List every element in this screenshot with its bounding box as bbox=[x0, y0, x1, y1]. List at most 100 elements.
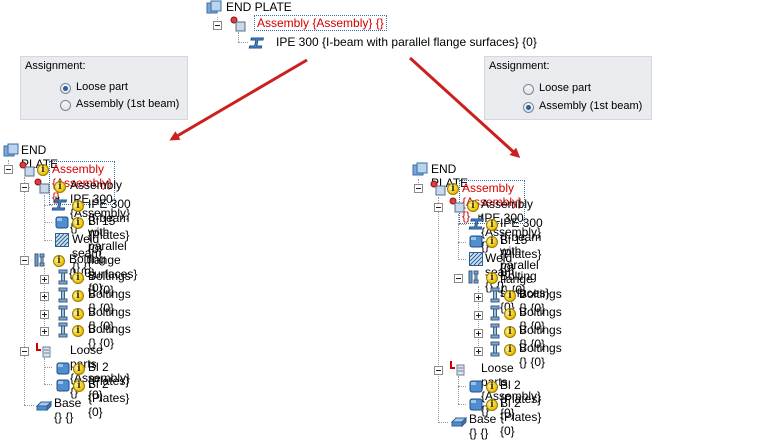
left-tree-bolting-toggle[interactable] bbox=[20, 256, 29, 265]
right-tree-boltings-3-toggle[interactable] bbox=[474, 347, 483, 356]
radio-loose-part[interactable] bbox=[523, 84, 534, 95]
info-icon: i bbox=[504, 290, 516, 302]
weld-seam-icon bbox=[54, 232, 70, 248]
left-tree-base-label[interactable]: Base {} {} bbox=[54, 396, 82, 424]
top-tree-beam-label[interactable]: IPE 300 {I-beam with parallel flange sur… bbox=[276, 35, 537, 49]
assembly-icon bbox=[430, 180, 446, 196]
right-tree-assembly-toggle[interactable] bbox=[414, 184, 423, 193]
info-icon: i bbox=[447, 183, 459, 195]
bolt-icon bbox=[487, 305, 503, 321]
assembly-icon bbox=[34, 178, 50, 194]
left-tree-assembly-label[interactable]: Assembly {Assembly} {} bbox=[49, 161, 116, 205]
plate-icon bbox=[55, 360, 71, 376]
i-beam-icon bbox=[51, 197, 67, 213]
right-tree-assembly-label[interactable]: Assembly {Assembly} {} bbox=[459, 180, 526, 224]
radio-assembly-1st-beam-label[interactable]: Assembly (1st beam) bbox=[76, 98, 180, 110]
bolting-icon bbox=[468, 269, 484, 285]
right-tree-base-label[interactable]: Base {} {} bbox=[469, 412, 497, 440]
info-icon: i bbox=[504, 344, 516, 356]
left-tree-weld-label[interactable]: Weld seam {} {} bbox=[72, 232, 102, 274]
top-tree-root-label[interactable]: END PLATE bbox=[226, 0, 292, 14]
left-tree-sub-assembly-toggle[interactable] bbox=[20, 183, 29, 192]
right-tree-bolting-toggle[interactable] bbox=[454, 274, 463, 283]
left-tree-boltings-2-label[interactable]: Boltings {} {0} bbox=[88, 305, 131, 333]
right-tree-loose-item-1-label[interactable]: Bl 2 {Plates} {0} bbox=[500, 396, 542, 438]
left-tree-boltings-1-label[interactable]: Boltings {} {0} bbox=[88, 287, 131, 315]
left-tree-boltings-1-toggle[interactable] bbox=[40, 292, 49, 301]
right-tree-boltings-1-toggle[interactable] bbox=[474, 311, 483, 320]
right-tree-plate-label[interactable]: Bl 15 {Plates} {0} bbox=[500, 233, 542, 275]
right-tree-loose-item-0-label[interactable]: Bl 2 {Plates} {0} bbox=[500, 378, 542, 420]
end-plate-root-icon bbox=[3, 143, 19, 159]
assignment-panel-right: Assignment: Loose part Assembly (1st bea… bbox=[484, 56, 652, 120]
info-icon: i bbox=[72, 272, 84, 284]
plate-icon bbox=[54, 214, 70, 230]
radio-loose-part[interactable] bbox=[60, 83, 71, 94]
left-tree-boltings-2-toggle[interactable] bbox=[40, 310, 49, 319]
base-icon bbox=[36, 397, 52, 413]
right-tree-boltings-1-label[interactable]: Boltings {} {0} bbox=[519, 305, 562, 333]
info-icon: i bbox=[72, 200, 84, 212]
radio-loose-part-label[interactable]: Loose part bbox=[76, 81, 128, 93]
loose-parts-icon bbox=[450, 360, 466, 376]
end-plate-root-icon bbox=[412, 162, 428, 178]
assembly-icon bbox=[449, 197, 465, 213]
plate-icon bbox=[55, 377, 71, 393]
bolt-icon bbox=[55, 322, 71, 338]
plate-icon bbox=[468, 233, 484, 249]
info-icon: i bbox=[467, 200, 479, 212]
right-tree-loose-toggle[interactable] bbox=[434, 366, 443, 375]
plate-icon bbox=[468, 396, 484, 412]
assignment-panel-left: Assignment: Loose part Assembly (1st bea… bbox=[20, 56, 188, 120]
info-icon: i bbox=[486, 219, 498, 231]
arrow-left bbox=[169, 58, 308, 141]
info-icon: i bbox=[37, 164, 49, 176]
right-tree-boltings-0-label[interactable]: Boltings {} {0} bbox=[519, 287, 562, 315]
left-tree-loose-item-1-label[interactable]: Bl 2 {Plates} {0} bbox=[88, 377, 130, 419]
assembly-icon bbox=[19, 161, 35, 177]
left-tree-beam-label[interactable]: IPE 300 {I-beam with parallel flange sur… bbox=[88, 197, 138, 295]
info-icon: i bbox=[72, 290, 84, 302]
i-beam-icon bbox=[468, 216, 484, 232]
info-icon: i bbox=[504, 308, 516, 320]
left-tree-boltings-3-toggle[interactable] bbox=[40, 327, 49, 336]
left-tree-boltings-3-label[interactable]: Boltings {} {0} bbox=[88, 322, 131, 350]
top-tree-collapse-toggle[interactable] bbox=[213, 21, 222, 30]
info-icon: i bbox=[486, 272, 498, 284]
bolt-icon bbox=[55, 269, 71, 285]
info-icon: i bbox=[73, 380, 85, 392]
radio-loose-part-label[interactable]: Loose part bbox=[539, 82, 591, 94]
base-icon bbox=[451, 413, 467, 429]
left-tree-boltings-0-label[interactable]: Boltings {} {0} bbox=[88, 269, 131, 297]
info-icon: i bbox=[72, 308, 84, 320]
arrow-right bbox=[408, 56, 521, 159]
info-icon: i bbox=[504, 326, 516, 338]
top-tree-assembly-label[interactable]: Assembly {Assembly} {} bbox=[254, 15, 387, 31]
left-tree-boltings-0-toggle[interactable] bbox=[40, 275, 49, 284]
info-icon: i bbox=[53, 255, 65, 267]
info-icon: i bbox=[486, 399, 498, 411]
weld-seam-icon bbox=[468, 251, 484, 267]
loose-parts-icon bbox=[36, 342, 52, 358]
radio-assembly-1st-beam-label[interactable]: Assembly (1st beam) bbox=[539, 100, 643, 112]
radio-assembly-1st-beam[interactable] bbox=[60, 100, 71, 111]
radio-assembly-1st-beam[interactable] bbox=[523, 102, 534, 113]
arrows-overlay bbox=[169, 56, 521, 159]
right-tree-boltings-2-label[interactable]: Boltings {} {0} bbox=[519, 323, 562, 351]
left-tree-plate-label[interactable]: Bl 15 {Plates} {0} bbox=[88, 214, 130, 256]
left-tree-assembly-toggle[interactable] bbox=[4, 165, 13, 174]
info-icon: i bbox=[486, 236, 498, 248]
bolt-icon bbox=[487, 287, 503, 303]
plate-icon bbox=[468, 378, 484, 394]
info-icon: i bbox=[486, 381, 498, 393]
bolt-icon bbox=[487, 341, 503, 357]
bolt-icon bbox=[487, 323, 503, 339]
left-tree-loose-item-0-label[interactable]: Bl 2 {Plates} {0} bbox=[88, 360, 130, 402]
bolt-icon bbox=[55, 287, 71, 303]
right-tree-boltings-3-label[interactable]: Boltings {} {0} bbox=[519, 341, 562, 369]
right-tree-sub-assembly-toggle[interactable] bbox=[434, 203, 443, 212]
info-icon: i bbox=[72, 325, 84, 337]
right-tree-boltings-2-toggle[interactable] bbox=[474, 329, 483, 338]
left-tree-loose-toggle[interactable] bbox=[20, 347, 29, 356]
right-tree-boltings-0-toggle[interactable] bbox=[474, 293, 483, 302]
